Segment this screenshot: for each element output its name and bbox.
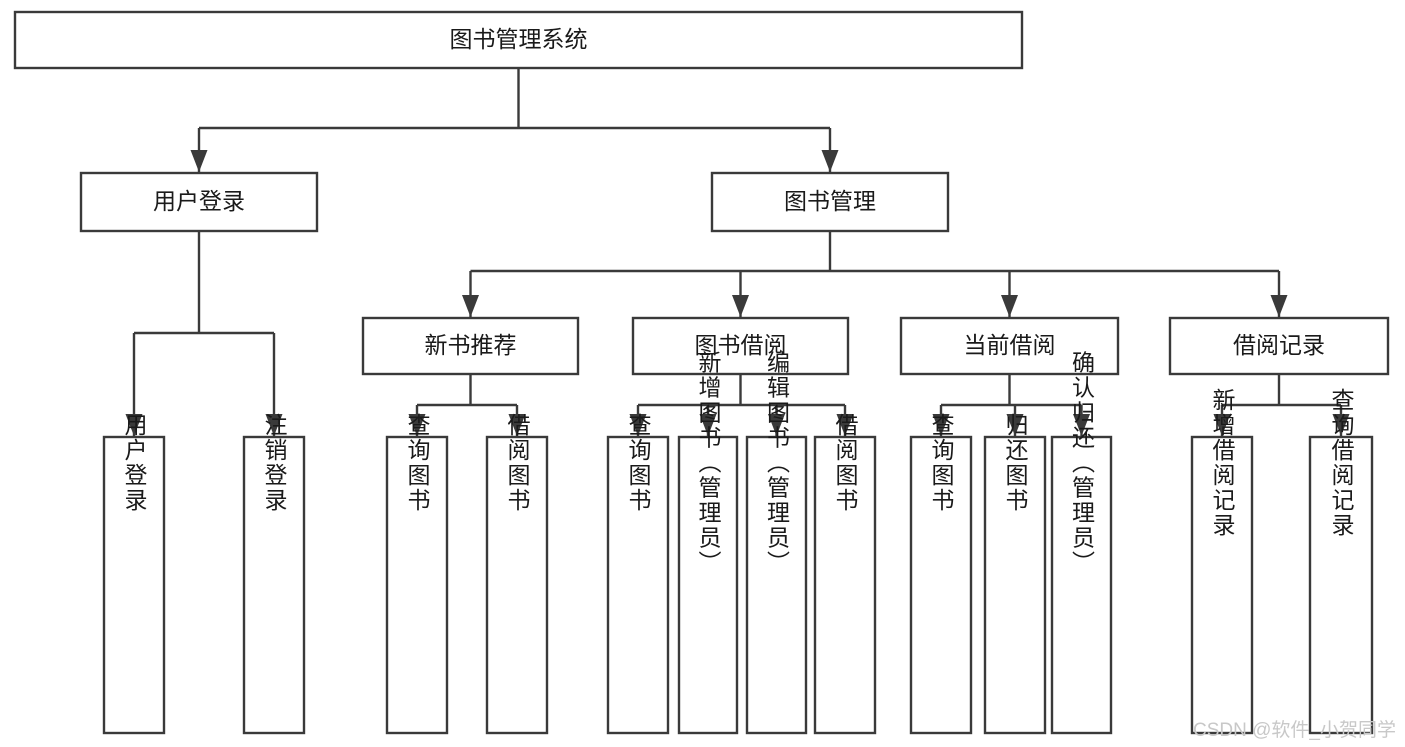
arrow-head-icon-book-borrow <box>732 295 749 317</box>
node-box-book-management[interactable] <box>710 171 950 233</box>
node-borrow-record[interactable]: 借阅记录 <box>1168 316 1390 376</box>
arrow-head-icon-book-management <box>821 150 839 172</box>
node-leaf-borrow-books[interactable]: 借阅图书 <box>813 413 877 735</box>
node-label-leaf-borrow-books-recommend: 借阅图书 <box>504 413 531 513</box>
node-label-new-book-recommend: 新书推荐 <box>425 332 517 358</box>
node-label-leaf-query-books-recommend: 查询图书 <box>404 413 431 513</box>
node-box-leaf-borrow-books-recommend[interactable] <box>485 435 549 735</box>
arrow-head-icon-leaf-query-books-current <box>932 414 950 436</box>
connectors-layer <box>125 68 1350 436</box>
node-leaf-logout-login[interactable]: 注销登录 <box>242 413 306 735</box>
node-box-leaf-add-borrow-record[interactable] <box>1190 435 1254 735</box>
arrow-head-icon-leaf-edit-book-admin <box>768 414 785 436</box>
node-label-leaf-logout-login: 注销登录 <box>261 413 288 513</box>
node-book-borrow[interactable]: 图书借阅 <box>631 316 850 376</box>
node-label-book-borrow: 图书借阅 <box>695 332 787 358</box>
node-box-leaf-query-books-borrow[interactable] <box>606 435 670 735</box>
node-leaf-edit-book-admin[interactable]: 编辑图书（管理员） <box>745 351 808 735</box>
arrow-head-icon-leaf-user-login <box>125 414 143 436</box>
arrow-head-icon-leaf-query-books-borrow <box>629 414 647 436</box>
node-box-user-login[interactable] <box>79 171 319 233</box>
node-box-leaf-user-login[interactable] <box>102 435 166 735</box>
node-leaf-query-borrow-record[interactable]: 查询借阅记录 <box>1308 388 1374 735</box>
arrow-head-icon-leaf-confirm-return-admin <box>1073 414 1090 436</box>
arrow-head-icon-leaf-borrow-books <box>836 414 854 436</box>
node-box-book-borrow[interactable] <box>631 316 850 376</box>
node-box-leaf-return-books[interactable] <box>983 435 1047 735</box>
node-box-leaf-borrow-books[interactable] <box>813 435 877 735</box>
node-box-borrow-record[interactable] <box>1168 316 1390 376</box>
arrow-head-icon-leaf-add-book-admin <box>699 414 717 436</box>
arrow-head-icon-current-borrow <box>1001 295 1018 317</box>
node-leaf-borrow-books-recommend[interactable]: 借阅图书 <box>485 413 549 735</box>
node-label-leaf-borrow-books: 借阅图书 <box>832 413 859 513</box>
node-label-leaf-edit-book-admin: 编辑图书（管理员） <box>764 351 791 576</box>
node-leaf-confirm-return-admin[interactable]: 确认归还（管理员） <box>1050 351 1113 735</box>
node-new-book-recommend[interactable]: 新书推荐 <box>361 316 580 376</box>
node-label-current-borrow: 当前借阅 <box>964 332 1056 358</box>
node-box-leaf-logout-login[interactable] <box>242 435 306 735</box>
node-label-leaf-confirm-return-admin: 确认归还（管理员） <box>1069 351 1096 576</box>
node-root[interactable]: 图书管理系统 <box>13 10 1024 70</box>
node-label-book-management: 图书管理 <box>784 188 876 214</box>
node-book-management[interactable]: 图书管理 <box>710 171 950 233</box>
arrow-head-icon-leaf-return-books <box>1006 414 1024 436</box>
node-label-leaf-return-books: 归还图书 <box>1002 413 1029 513</box>
node-label-leaf-add-book-admin: 新增图书（管理员） <box>695 351 722 576</box>
node-box-leaf-confirm-return-admin[interactable] <box>1050 435 1113 735</box>
node-box-root[interactable] <box>13 10 1024 70</box>
node-leaf-return-books[interactable]: 归还图书 <box>983 413 1047 735</box>
node-box-leaf-edit-book-admin[interactable] <box>745 435 808 735</box>
node-box-current-borrow[interactable] <box>899 316 1120 376</box>
nodes-layer: 图书管理系统用户登录图书管理新书推荐图书借阅当前借阅借阅记录用户登录注销登录查询… <box>13 10 1390 735</box>
node-label-user-login: 用户登录 <box>153 188 245 214</box>
arrow-head-icon-new-book-recommend <box>462 295 479 317</box>
node-leaf-add-book-admin[interactable]: 新增图书（管理员） <box>677 351 739 735</box>
node-box-leaf-query-borrow-record[interactable] <box>1308 435 1374 735</box>
node-box-leaf-query-books-recommend[interactable] <box>385 435 449 735</box>
arrow-head-icon-leaf-query-books-recommend <box>408 414 426 436</box>
node-label-leaf-query-borrow-record: 查询借阅记录 <box>1328 388 1355 538</box>
node-leaf-user-login[interactable]: 用户登录 <box>102 413 166 735</box>
node-label-leaf-add-borrow-record: 新增借阅记录 <box>1209 388 1236 538</box>
node-leaf-query-books-current[interactable]: 查询图书 <box>909 413 973 735</box>
csdn-watermark: CSDN @软件_小贺同学 <box>1193 719 1396 741</box>
node-leaf-query-books-recommend[interactable]: 查询图书 <box>385 413 449 735</box>
node-label-root: 图书管理系统 <box>450 26 588 52</box>
node-label-leaf-query-books-current: 查询图书 <box>928 413 955 513</box>
node-leaf-add-borrow-record[interactable]: 新增借阅记录 <box>1190 388 1254 735</box>
node-label-leaf-query-books-borrow: 查询图书 <box>625 413 652 513</box>
node-leaf-query-books-borrow[interactable]: 查询图书 <box>606 413 670 735</box>
node-box-new-book-recommend[interactable] <box>361 316 580 376</box>
arrow-head-icon-borrow-record <box>1270 295 1288 317</box>
arrow-head-icon-leaf-logout-login <box>265 414 283 436</box>
node-box-leaf-query-books-current[interactable] <box>909 435 973 735</box>
node-box-leaf-add-book-admin[interactable] <box>677 435 739 735</box>
arrow-head-icon-leaf-add-borrow-record <box>1213 414 1231 436</box>
node-label-leaf-user-login: 用户登录 <box>121 413 148 513</box>
arrow-head-icon-user-login <box>190 150 208 172</box>
node-current-borrow[interactable]: 当前借阅 <box>899 316 1120 376</box>
arrow-head-icon-leaf-borrow-books-recommend <box>508 414 526 436</box>
node-label-borrow-record: 借阅记录 <box>1233 332 1325 358</box>
arrow-head-icon-leaf-query-borrow-record <box>1332 414 1350 436</box>
node-user-login[interactable]: 用户登录 <box>79 171 319 233</box>
